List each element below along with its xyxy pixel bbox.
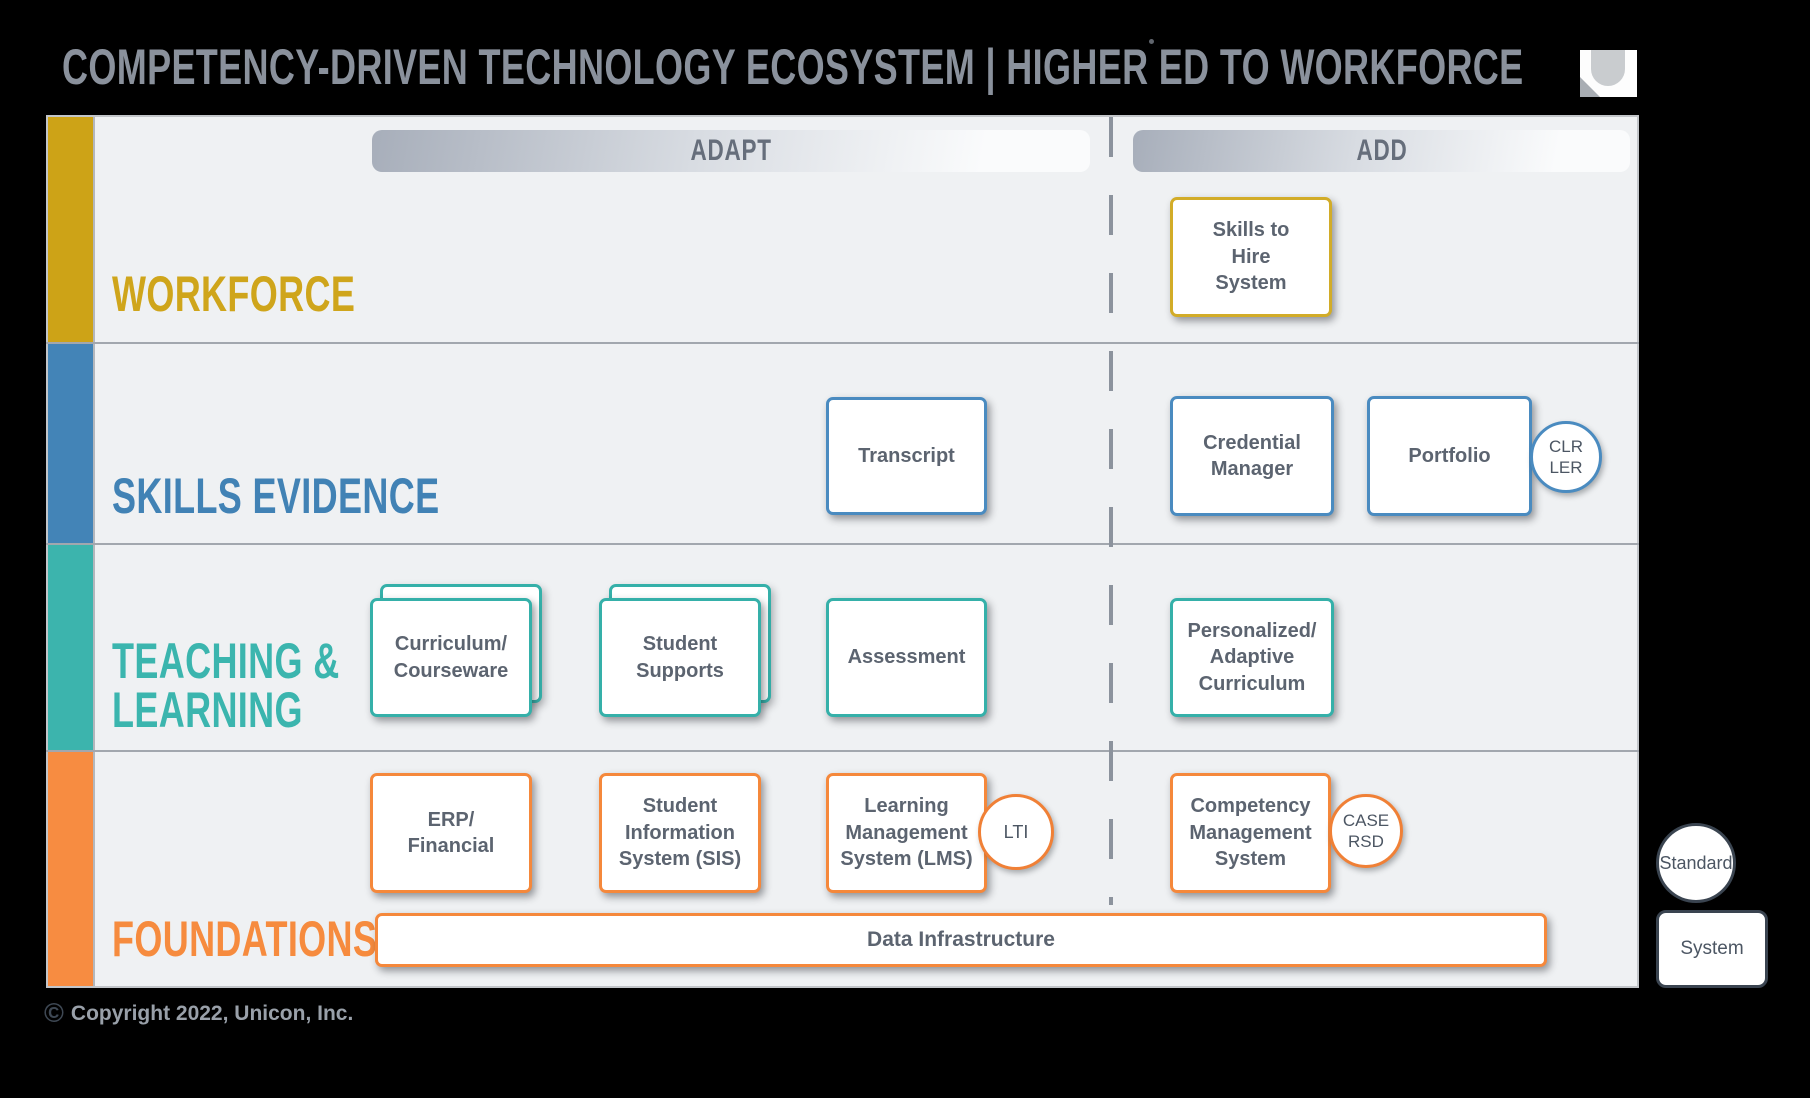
legend-standard: Standard: [1656, 823, 1736, 903]
page-title: COMPETENCY-DRIVEN TECHNOLOGY ECOSYSTEM |…: [62, 39, 1524, 95]
row-divider: [46, 342, 1639, 344]
card-erp-financial: ERP/ Financial: [370, 773, 532, 893]
card-skills-to-hire-system: Skills to Hire System: [1170, 197, 1332, 317]
category-bar-foundations: [48, 750, 93, 986]
category-bar-workforce: [48, 117, 93, 342]
card-transcript: Transcript: [826, 397, 987, 515]
badge-clr-ler: CLR LER: [1530, 421, 1602, 493]
logo-fold-shape: [1580, 77, 1600, 97]
legend-system: System: [1656, 910, 1768, 988]
card-competency-management-system: Competency Management System: [1170, 773, 1331, 893]
card-credential-manager: Credential Manager: [1170, 396, 1334, 516]
copyright-symbol: ©: [44, 998, 64, 1028]
adapt-header-label: ADAPT: [690, 134, 772, 167]
row-divider: [46, 543, 1639, 545]
card-data-infrastructure: Data Infrastructure: [375, 913, 1547, 967]
add-header-bar: ADD: [1133, 130, 1630, 172]
card-portfolio: Portfolio: [1367, 396, 1532, 516]
copyright: © Copyright 2022, Unicon, Inc.: [44, 1000, 353, 1027]
column-divider: [1109, 117, 1113, 905]
adapt-header-bar: ADAPT: [372, 130, 1090, 172]
category-bar-teaching-learning: [48, 543, 93, 750]
card-personalized-adaptive-curriculum: Personalized/ Adaptive Curriculum: [1170, 598, 1334, 717]
row-label-teaching-learning: TEACHING & LEARNING: [112, 633, 340, 738]
row-divider: [46, 750, 1639, 752]
decorative-dot: [1149, 39, 1154, 44]
card-assessment: Assessment: [826, 598, 987, 717]
unicon-logo-icon: [1580, 50, 1637, 97]
badge-lti: LTI: [978, 794, 1054, 870]
row-label-skills-evidence: SKILLS EVIDENCE: [112, 468, 440, 524]
category-bar-skills-evidence: [48, 342, 93, 543]
badge-case-rsd: CASE RSD: [1329, 794, 1403, 868]
card-student-information-system: Student Information System (SIS): [599, 773, 761, 893]
card-learning-management-system: Learning Management System (LMS): [826, 773, 987, 893]
category-bar-divider: [93, 117, 95, 986]
add-header-label: ADD: [1356, 134, 1407, 167]
row-label-workforce: WORKFORCE: [112, 266, 356, 322]
card-curriculum-courseware: Curriculum/ Courseware: [370, 598, 532, 717]
row-label-foundations: FOUNDATIONS: [112, 911, 378, 967]
copyright-text: Copyright 2022, Unicon, Inc.: [70, 1001, 354, 1025]
card-student-supports: Student Supports: [599, 598, 761, 717]
